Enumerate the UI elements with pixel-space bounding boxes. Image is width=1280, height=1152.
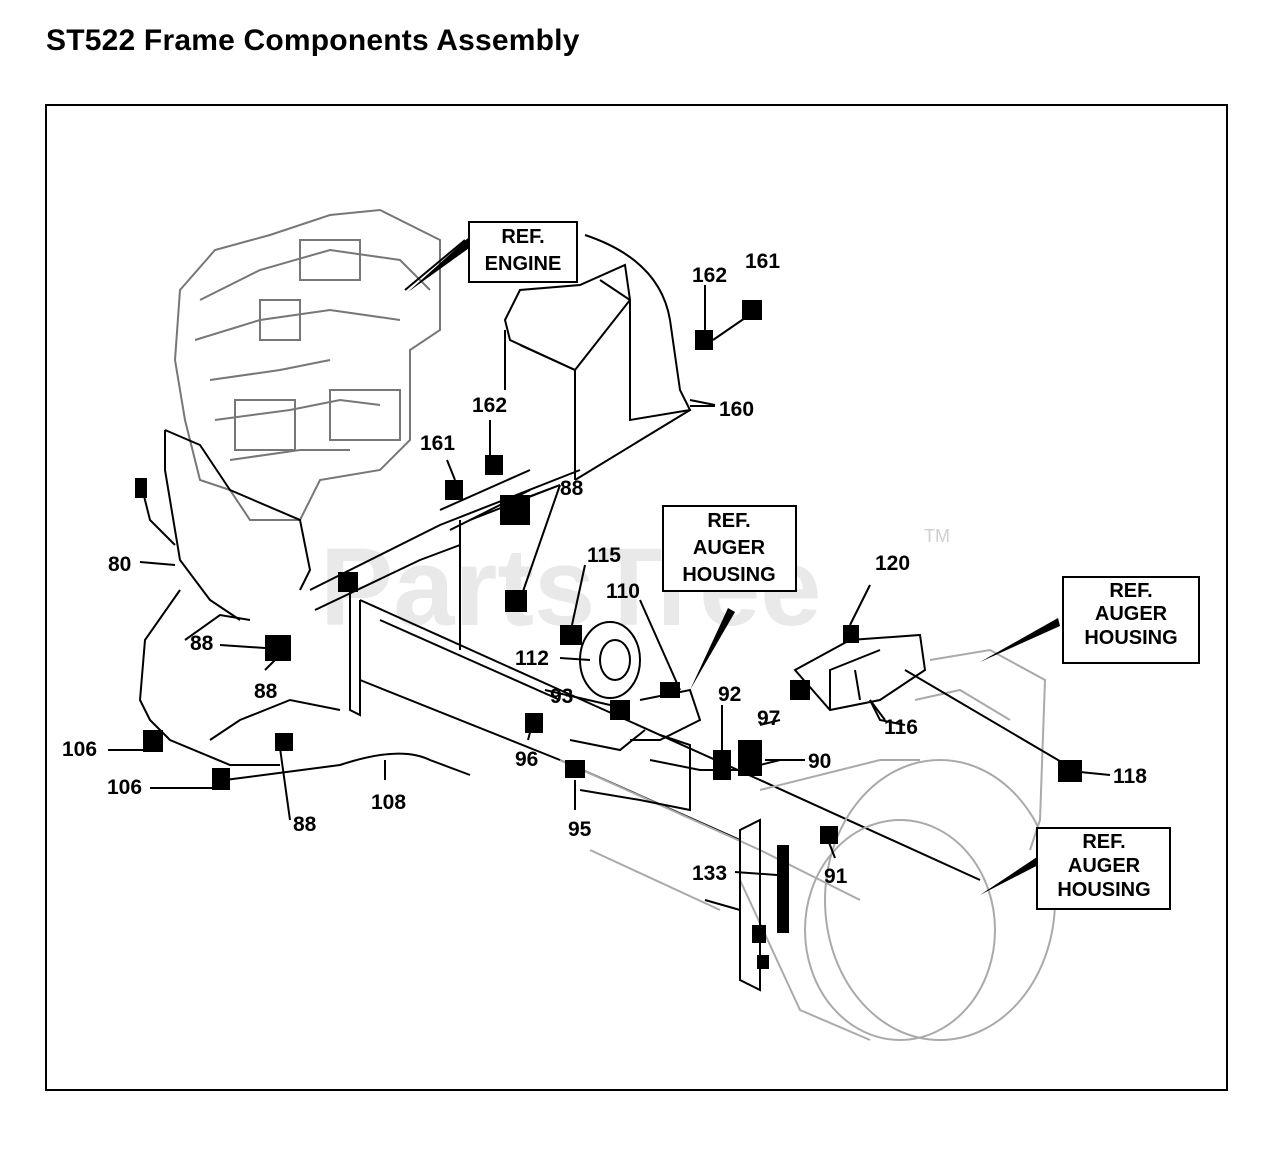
- callout-90: 90: [808, 750, 831, 773]
- callout-106-b: 106: [107, 776, 142, 799]
- callout-93: 93: [550, 685, 573, 708]
- right-bracket: [793, 633, 1076, 771]
- ref-auger-center-line2: AUGER: [693, 537, 766, 559]
- leader-lines: [108, 285, 1111, 876]
- auger-housing-sketch: [589, 648, 1056, 1041]
- callout-112: 112: [515, 647, 549, 670]
- ref-auger-rt-line1: REF.: [1109, 580, 1152, 602]
- ref-box-engine: REF. ENGINE: [468, 221, 578, 283]
- ref-box-auger-center: REF. AUGER HOUSING: [662, 505, 797, 592]
- part-callouts: 162 161 160 162 161 88 80 88 88 115 110 …: [62, 250, 1147, 888]
- hardware-parts: [135, 300, 1082, 969]
- callout-120: 120: [875, 552, 910, 575]
- callout-88-left2: 88: [254, 680, 278, 703]
- ref-auger-rb-line2: AUGER: [1068, 855, 1141, 877]
- callout-118: 118: [1113, 765, 1147, 788]
- diagram-frame: [45, 104, 1228, 1091]
- callout-116: 116: [884, 716, 918, 739]
- callout-95: 95: [568, 818, 592, 841]
- ref-auger-rb-line1: REF.: [1082, 831, 1125, 853]
- ref-auger-rt-line2: AUGER: [1095, 603, 1168, 625]
- callout-88-bottom: 88: [293, 813, 317, 836]
- ref-box-auger-right-top: REF. AUGER HOUSING: [1062, 576, 1200, 664]
- callout-91: 91: [824, 865, 848, 888]
- callout-133: 133: [692, 862, 727, 885]
- ref-engine-line2: ENGINE: [485, 253, 562, 275]
- callout-108: 108: [371, 791, 406, 814]
- callout-162-mid: 162: [472, 394, 507, 417]
- callout-88-top: 88: [560, 477, 584, 500]
- cable-108: [224, 752, 471, 781]
- callout-80: 80: [108, 553, 131, 576]
- callout-88-left: 88: [190, 632, 214, 655]
- watermark-trademark: TM: [924, 526, 950, 546]
- ref-auger-center-line1: REF.: [707, 510, 750, 532]
- callout-97: 97: [757, 707, 780, 730]
- engine-sketch: [173, 208, 466, 521]
- ref-auger-rb-line3: HOUSING: [1057, 879, 1150, 901]
- ref-arrows: [408, 238, 1060, 895]
- callout-162-top: 162: [692, 264, 727, 287]
- callout-110: 110: [606, 580, 640, 603]
- callout-96: 96: [515, 748, 538, 771]
- ref-auger-rt-line3: HOUSING: [1084, 627, 1177, 649]
- ref-box-auger-right-bottom: REF. AUGER HOUSING: [1036, 827, 1171, 910]
- callout-161-top: 161: [745, 250, 780, 273]
- ref-engine-line1: REF.: [501, 226, 544, 248]
- chute-cover: [503, 234, 716, 481]
- page-title: ST522 Frame Components Assembly: [46, 24, 580, 57]
- left-side-panel: [138, 429, 341, 766]
- callout-92: 92: [718, 683, 741, 706]
- callout-160: 160: [719, 398, 754, 421]
- ref-auger-center-line3: HOUSING: [682, 564, 775, 586]
- callout-161-mid: 161: [420, 432, 455, 455]
- callout-115: 115: [587, 544, 621, 567]
- pulley-assembly: [569, 621, 781, 812]
- rod-133: [704, 818, 789, 992]
- callout-106-a: 106: [62, 738, 97, 761]
